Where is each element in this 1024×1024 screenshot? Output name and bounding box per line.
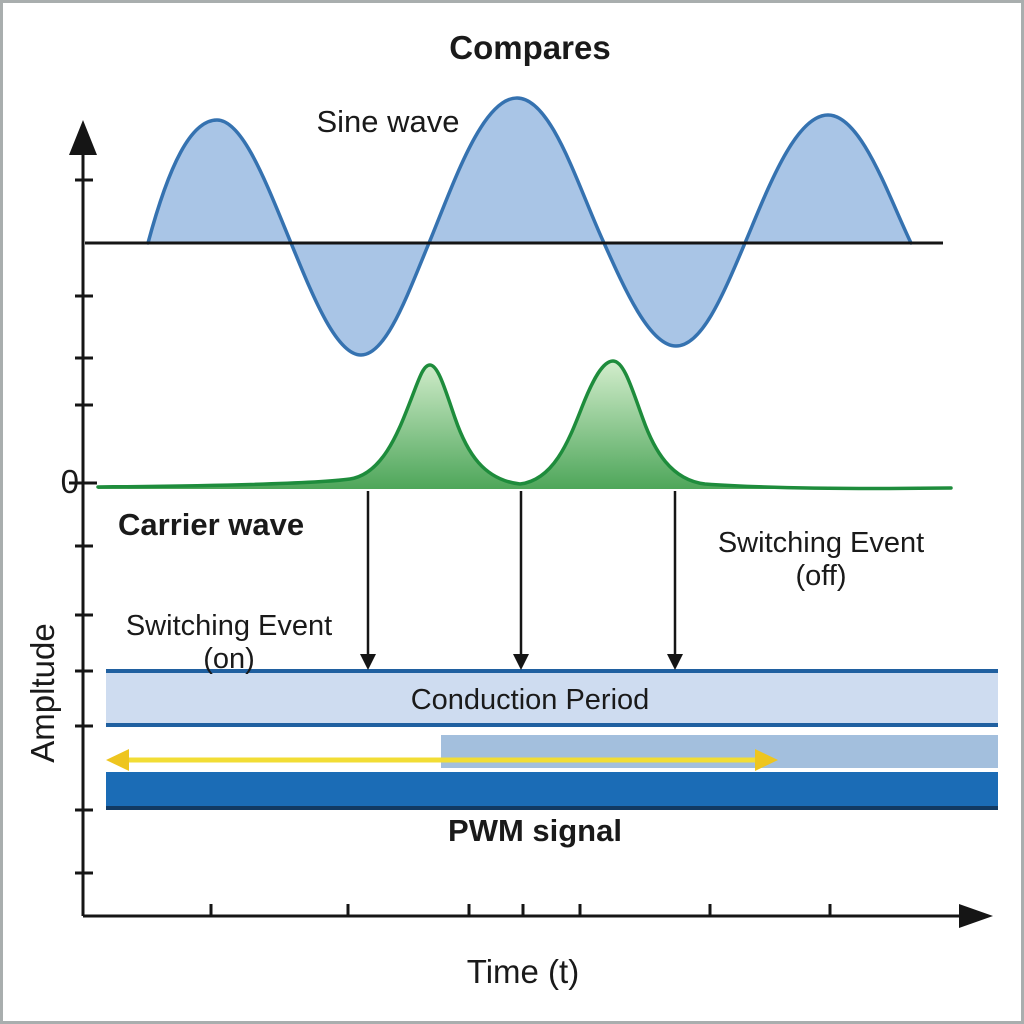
pwm-signal-bar	[106, 772, 998, 810]
y-ticks	[69, 178, 97, 875]
y-axis-arrowhead	[69, 120, 97, 155]
sine-wave-label: Sine wave	[316, 104, 460, 139]
switching-event-on-line2: (on)	[203, 643, 255, 675]
comparison-arrowhead	[360, 654, 376, 670]
x-ticks	[209, 904, 832, 916]
switching-event-off-label: Switching Event (off)	[718, 527, 924, 593]
duration-arrowhead-left	[106, 749, 129, 771]
conduction-period-bar	[106, 669, 998, 727]
switching-event-on-label: Switching Event (on)	[126, 610, 332, 676]
pwm-signal-label: PWM signal	[448, 813, 622, 848]
diagram-canvas	[69, 96, 993, 928]
x-axis-arrowhead	[959, 904, 993, 928]
time-axis-label: Time (t)	[466, 953, 580, 990]
comparison-arrowhead	[513, 654, 529, 670]
diagram-title: Compares	[449, 29, 611, 66]
conduction-period-label: Conduction Period	[410, 684, 650, 716]
duration-arrowhead-right	[755, 749, 778, 771]
amplitude-axis-label: Ampltude	[24, 623, 61, 763]
carrier-wave-area	[98, 361, 951, 489]
sine-wave-curve	[146, 96, 913, 357]
switching-event-off-line2: (off)	[795, 560, 847, 592]
switching-event-on-line1: Switching Event	[125, 610, 333, 642]
sine-wave-area	[148, 98, 911, 355]
switching-event-off-line1: Switching Event	[717, 527, 925, 559]
zero-label: 0	[60, 463, 79, 500]
carrier-wave-label: Carrier wave	[118, 507, 305, 542]
comparison-arrowhead	[667, 654, 683, 670]
carrier-wave-curve	[96, 359, 953, 491]
